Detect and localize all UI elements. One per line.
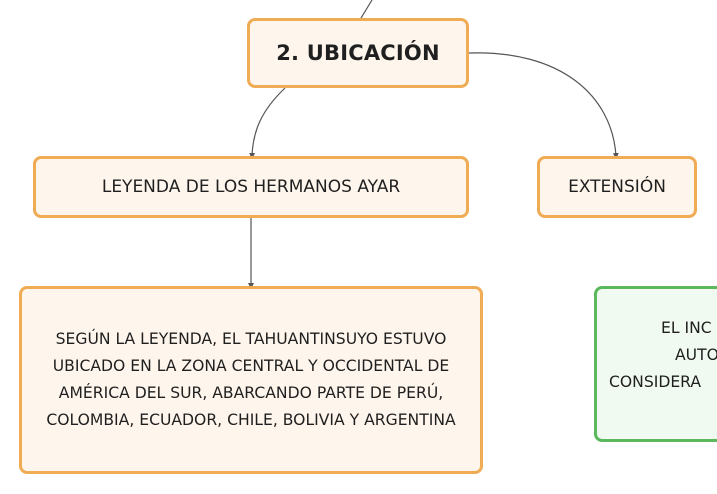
- node-extension-description-lines: EL INC AUTO CONSIDERA: [605, 315, 717, 396]
- node-leyenda-label: LEYENDA DE LOS HERMANOS AYAR: [101, 177, 401, 197]
- node-ubicacion-description-text: SEGÚN LA LEYENDA, EL TAHUANTINSUYO ESTUV…: [46, 330, 456, 429]
- node-extension-description-partial[interactable]: EL INC AUTO CONSIDERA: [594, 286, 717, 442]
- node-extension-label: EXTENSIÓN: [568, 177, 666, 197]
- node-ubicacion-description[interactable]: SEGÚN LA LEYENDA, EL TAHUANTINSUYO ESTUV…: [19, 286, 483, 474]
- connector-root-to-extension: [468, 52, 619, 159]
- node-extension-line-1: EL INC: [661, 319, 712, 337]
- node-extension-line-3: CONSIDERA: [609, 373, 702, 391]
- node-extension-line-2: AUTO: [675, 346, 717, 364]
- node-leyenda-hermanos-ayar[interactable]: LEYENDA DE LOS HERMANOS AYAR: [33, 156, 469, 218]
- connector-incoming: [360, 0, 373, 19]
- node-ubicacion-title[interactable]: 2. UBICACIÓN: [247, 18, 469, 88]
- connector-root-to-leyenda: [249, 87, 286, 159]
- node-extension[interactable]: EXTENSIÓN: [537, 156, 697, 218]
- node-ubicacion-title-label: 2. UBICACIÓN: [276, 41, 440, 65]
